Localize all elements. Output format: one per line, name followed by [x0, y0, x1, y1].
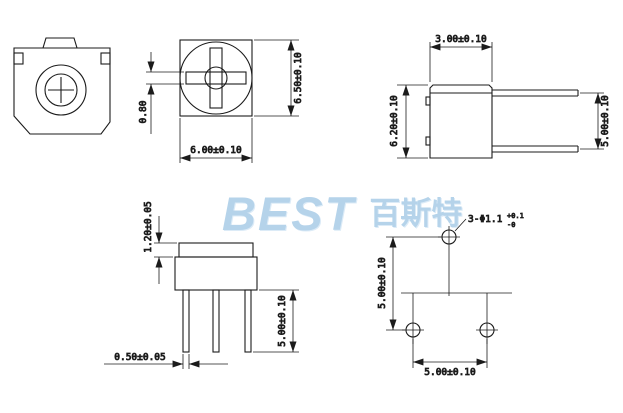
- hole-callout-tol-minus: -0: [507, 221, 515, 229]
- front-view: [13, 37, 111, 135]
- dim-side-pin-pitch: 5.00±0.10: [580, 92, 611, 150]
- watermark-latin-text: BEST: [222, 187, 356, 240]
- dim-side-pin-pitch-label: 5.00±0.10: [600, 95, 611, 147]
- dim-pin-width: 0.50±0.05: [104, 352, 228, 369]
- dim-slot-width-label: 0.80: [138, 100, 149, 123]
- hole-callout-label: 3-Φ1.1: [468, 214, 503, 225]
- dim-slot-width: 0.80: [138, 52, 184, 134]
- dim-top-view-height: 6.50±0.10: [254, 39, 304, 117]
- dim-cap-height-label: 1.20±0.05: [143, 201, 154, 252]
- side-view: [425, 84, 579, 159]
- dim-pin-width-label: 0.50±0.05: [114, 352, 165, 363]
- dim-hole-pitch-vertical-label: 5.00±0.10: [377, 257, 388, 309]
- dim-top-view-width-label: 6.00±0.10: [190, 145, 242, 156]
- dim-top-view-height-label: 6.50±0.10: [293, 52, 304, 104]
- dim-cap-height: 1.20±0.05: [143, 201, 177, 284]
- dim-top-view-width: 6.00±0.10: [179, 118, 253, 163]
- dim-side-width: 3.00±0.10: [429, 34, 493, 82]
- dim-pin-length-label: 5.00±0.10: [277, 295, 288, 347]
- dim-side-height-label: 6.20±0.10: [389, 95, 400, 147]
- top-view: [179, 39, 253, 117]
- dim-hole-pitch-horizontal-label: 5.00±0.10: [424, 367, 476, 378]
- dim-pin-length: 5.00±0.10: [253, 289, 299, 353]
- watermark: BEST 百斯特: [222, 186, 462, 241]
- hole-callout: 3-Φ1.1 +0.1 -0: [454, 212, 524, 232]
- dim-side-height: 6.20±0.10: [389, 84, 428, 159]
- front-pin-view: [174, 242, 258, 353]
- hole-callout-tol-plus: +0.1: [507, 212, 524, 220]
- footprint-view: [401, 226, 512, 344]
- dim-hole-pitch-horizontal: 5.00±0.10: [412, 339, 488, 378]
- watermark-cjk-text: 百斯特: [369, 196, 463, 232]
- dim-hole-pitch-vertical: 5.00±0.10: [377, 236, 441, 331]
- dim-side-width-label: 3.00±0.10: [435, 34, 487, 45]
